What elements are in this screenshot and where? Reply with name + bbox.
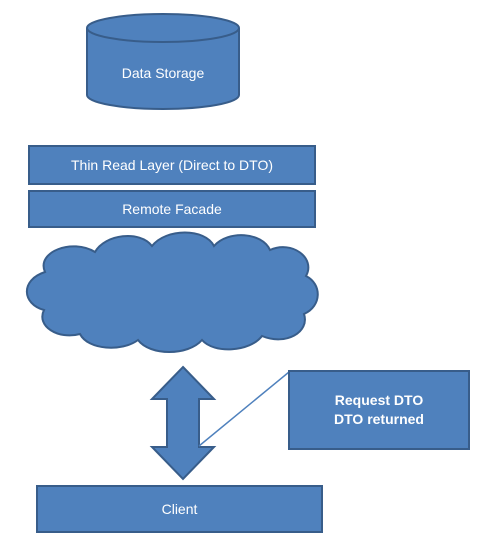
remote-facade-box[interactable]: [28, 190, 316, 228]
client-box[interactable]: [36, 485, 323, 533]
thin-read-layer-box[interactable]: [28, 145, 316, 185]
request-response-arrow[interactable]: [149, 365, 217, 481]
callout-connector-line: [198, 371, 290, 447]
data-storage-cylinder[interactable]: [86, 13, 240, 110]
network-cloud[interactable]: [26, 231, 319, 353]
callout-box[interactable]: [288, 370, 470, 450]
